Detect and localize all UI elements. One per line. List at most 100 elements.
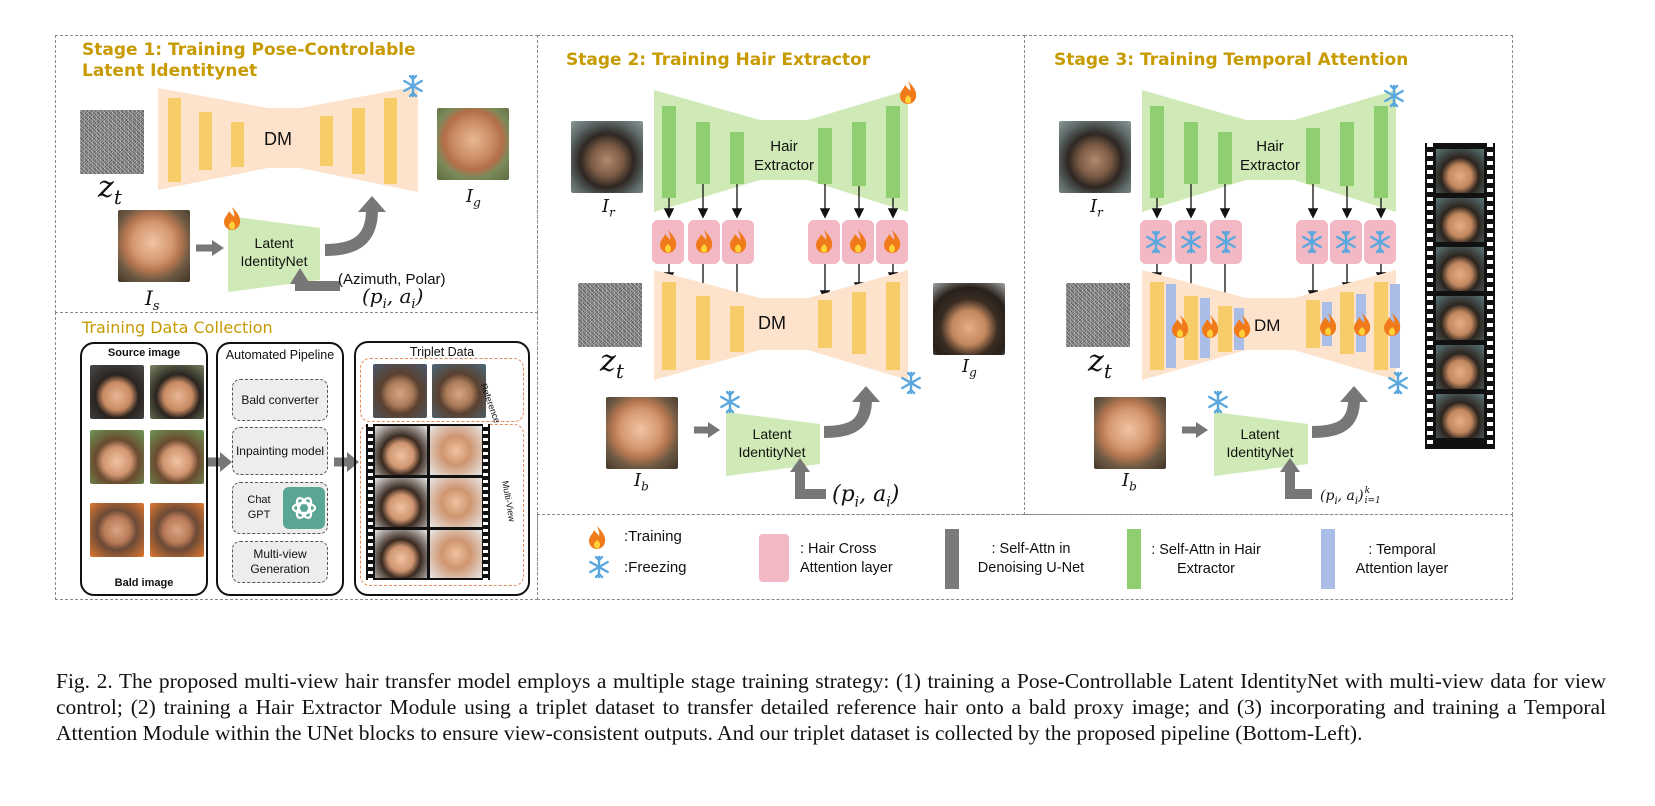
triplet-data-label: Triplet Data bbox=[409, 345, 475, 359]
legend-panel bbox=[537, 514, 1513, 600]
ib-label-stage2: Ib bbox=[634, 470, 649, 494]
stage3-reference-image bbox=[1059, 121, 1131, 193]
legend-self-attn-unet-label: : Self-Attn in Denoising U-Net bbox=[977, 541, 1085, 576]
multiview-face bbox=[375, 426, 427, 475]
legend-temporal-label: : Temporal Attention layer bbox=[1355, 542, 1449, 577]
fire-icon bbox=[589, 526, 606, 549]
source-face bbox=[90, 430, 144, 484]
stage1-pose-label: (pi, ai) bbox=[362, 284, 424, 312]
stage3-hair-extractor bbox=[1142, 90, 1396, 212]
output-frame bbox=[1436, 345, 1484, 389]
legend-swatch-unet bbox=[945, 529, 959, 589]
source-face bbox=[150, 365, 204, 419]
pipeline-step-inpainting: Inpainting model bbox=[232, 427, 328, 475]
multiview-bald-face bbox=[430, 478, 482, 527]
stage2-cross-attention-layers bbox=[652, 220, 908, 264]
ir-label-stage3: Ir bbox=[1090, 196, 1103, 220]
noise-latent-image-stage2 bbox=[578, 283, 642, 347]
bald-image-label: Bald image bbox=[114, 577, 174, 589]
azimuth-polar-label: (Azimuth, Polar) bbox=[338, 271, 446, 288]
chatgpt-label: Chat GPT bbox=[247, 494, 271, 521]
multiview-output-filmstrip bbox=[1425, 143, 1495, 449]
stage3-hair-extractor-label: Hair Extractor bbox=[1239, 138, 1300, 174]
bald-face bbox=[90, 503, 144, 557]
is-label: Is bbox=[145, 286, 160, 314]
source-face bbox=[150, 430, 204, 484]
legend-training-label: :Training bbox=[624, 528, 682, 545]
zt-label: zt bbox=[98, 170, 122, 209]
snowflake-icon bbox=[589, 555, 609, 579]
output-frame bbox=[1436, 247, 1484, 291]
arrow-icon bbox=[358, 196, 386, 212]
pipeline-label: Automated Pipeline bbox=[225, 348, 335, 362]
stage2-pose-label: (pi, ai) bbox=[832, 482, 900, 511]
legend-freezing-label: :Freezing bbox=[624, 559, 687, 576]
multiview-filmstrip bbox=[366, 424, 490, 580]
multiview-bald-face bbox=[430, 530, 482, 578]
legend-swatch-hair bbox=[1127, 529, 1141, 589]
stage3-latent-identitynet bbox=[1214, 412, 1308, 476]
stage1-dm-label: DM bbox=[264, 129, 292, 149]
stage3-latent-label: Latent IdentityNet bbox=[1226, 426, 1294, 460]
output-frame bbox=[1436, 296, 1484, 340]
legend-hair-cross-label: : Hair Cross Attention layer bbox=[800, 541, 893, 576]
zt-label-stage2: zt bbox=[600, 344, 624, 383]
pipeline-step-bald-converter: Bald converter bbox=[232, 379, 328, 421]
legend-swatch-temporal bbox=[1321, 529, 1335, 589]
source-image-label: Source image bbox=[107, 347, 181, 359]
reference-hair-image bbox=[571, 121, 643, 193]
output-frame bbox=[1436, 149, 1484, 193]
stage1-latent-label: Latent IdentityNet bbox=[240, 235, 308, 269]
stage3-bald-image bbox=[1094, 397, 1166, 469]
reference-face bbox=[432, 364, 486, 418]
noise-latent-image-stage3 bbox=[1066, 283, 1130, 347]
triplet-data-box bbox=[354, 341, 530, 596]
stage2-latent-identitynet bbox=[726, 412, 820, 476]
output-frame bbox=[1436, 394, 1484, 438]
stage2-dm-label: DM bbox=[758, 313, 786, 333]
generated-face-image bbox=[437, 108, 509, 180]
output-frame bbox=[1436, 198, 1484, 242]
stage2-latent-label: Latent IdentityNet bbox=[738, 426, 806, 460]
legend-swatch-cross-attn bbox=[759, 534, 789, 582]
fire-icon bbox=[224, 207, 241, 230]
figure-caption: Fig. 2. The proposed multi-view hair tra… bbox=[56, 669, 1606, 745]
reference-group bbox=[360, 358, 524, 422]
automated-pipeline-box bbox=[216, 342, 344, 596]
ib-label-stage3: Ib bbox=[1122, 470, 1137, 494]
stage2-hair-extractor bbox=[654, 90, 908, 212]
ir-label-stage2: Ir bbox=[602, 196, 615, 220]
data-collection-title: Training Data Collection bbox=[82, 318, 273, 337]
snowflake-icon bbox=[720, 390, 740, 414]
bald-source-image bbox=[118, 210, 190, 282]
source-image-box bbox=[80, 342, 208, 596]
stage2-hair-extractor-label: Hair Extractor bbox=[753, 138, 814, 174]
stage1-unet bbox=[158, 86, 418, 192]
source-face bbox=[90, 365, 144, 419]
bald-face bbox=[150, 503, 204, 557]
stage1-title: Stage 1: Training Pose-Controlable Laten… bbox=[82, 40, 416, 81]
pipeline-step-multiview: Multi-view Generation bbox=[232, 541, 328, 583]
stage2-unet bbox=[654, 270, 908, 380]
multiview-bald-face bbox=[430, 426, 482, 475]
multiview-face bbox=[375, 478, 427, 527]
stage3-dm-label: DM bbox=[1254, 316, 1281, 335]
zt-label-stage3: zt bbox=[1088, 344, 1112, 383]
pipeline-step-chatgpt: Chat GPT bbox=[232, 482, 328, 534]
chatgpt-logo-icon bbox=[283, 487, 325, 529]
stage2-generated-image bbox=[933, 283, 1005, 355]
fire-icon bbox=[900, 81, 917, 104]
stage2-title: Stage 2: Training Hair Extractor bbox=[566, 50, 871, 70]
stage3-title: Stage 3: Training Temporal Attention bbox=[1054, 50, 1409, 70]
ig-label: Ig bbox=[466, 186, 481, 210]
snowflake-icon bbox=[1208, 390, 1228, 414]
legend-self-attn-hair-label: : Self-Attn in Hair Extractor bbox=[1151, 542, 1261, 577]
stage2-bald-image bbox=[606, 397, 678, 469]
ig-label-stage2: Ig bbox=[962, 356, 977, 380]
reference-face bbox=[373, 364, 427, 418]
noise-latent-image bbox=[80, 110, 144, 174]
multiview-face bbox=[375, 530, 427, 578]
stage3-cross-attention-layers bbox=[1140, 220, 1396, 264]
